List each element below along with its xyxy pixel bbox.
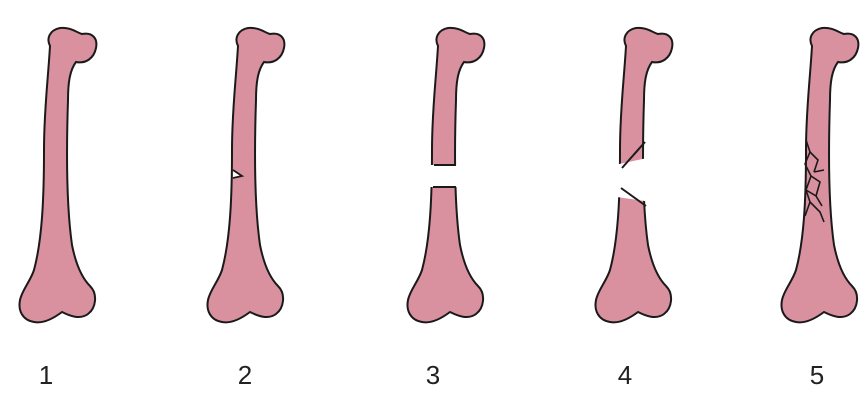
- transverse-fracture-femur-icon: [408, 28, 485, 323]
- intact-femur-icon: [20, 28, 97, 323]
- panel-5-label: 5: [797, 362, 837, 388]
- oblique-fracture-femur-icon: [596, 28, 673, 323]
- panel-3-label: 3: [413, 362, 453, 388]
- comminuted-fracture-femur-icon: [782, 28, 859, 323]
- panel-1-label: 1: [26, 362, 66, 388]
- panel-2-label: 2: [225, 362, 265, 388]
- panel-4-label: 4: [605, 362, 645, 388]
- incomplete-fracture-femur-icon: [208, 28, 285, 323]
